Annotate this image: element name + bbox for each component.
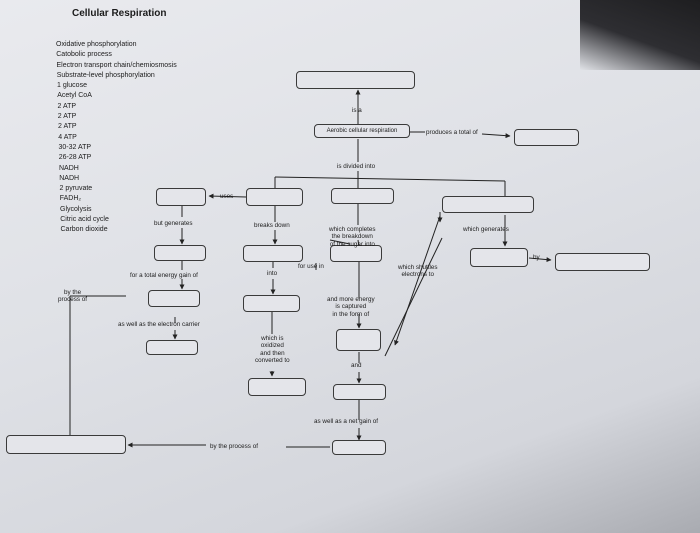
label-which-completes-2: the breakdown [331, 233, 373, 241]
blank-box-uses[interactable] [156, 188, 206, 206]
label-oxidized-4: converted to [255, 357, 290, 365]
label-by-process-of: by the process of [210, 443, 258, 450]
blank-box-electron-carrier[interactable] [146, 340, 198, 355]
blank-box-by[interactable] [555, 253, 650, 271]
label-which-completes: which completes the breakdown of the sug… [329, 226, 376, 248]
word-bank-item: Oxidative phosphorylation [56, 41, 137, 48]
word-bank-item: 2 ATP [57, 102, 77, 110]
blank-box-stage3[interactable] [442, 196, 534, 213]
label-and: and [351, 362, 362, 369]
label-but-generates: but generates [154, 220, 193, 227]
blank-box-net-gain[interactable] [332, 440, 386, 455]
label-more-energy-3: in the form of [332, 310, 370, 318]
label-produces-total: produces a total of [426, 129, 478, 136]
center-box-label: Aerobic cellular respiration [326, 128, 398, 134]
label-divided-into: is divided into [337, 163, 376, 170]
word-bank-item: Citric acid cycle [60, 216, 109, 224]
word-bank-item: NADH [59, 174, 80, 182]
blank-box-into[interactable] [243, 295, 300, 312]
label-which-shuttles-2: electrons to [401, 271, 435, 279]
blank-box-total[interactable] [514, 129, 579, 146]
blank-box-stage1[interactable] [246, 188, 303, 206]
background-corner [580, 0, 700, 70]
label-by-the-process: by the process of [58, 289, 87, 304]
label-by-the-process-1: by the [63, 289, 82, 296]
label-net-gain: as well as a net gain of [314, 418, 379, 425]
blank-box-converted[interactable] [248, 378, 306, 396]
blank-box-form-of[interactable] [336, 329, 381, 351]
blank-box-and[interactable] [333, 384, 386, 400]
label-breaks-down: breaks down [254, 222, 290, 229]
word-bank-item: 2 pyruvate [59, 185, 93, 193]
label-more-energy: and more energy is captured in the form … [327, 296, 375, 318]
word-bank-item: 4 ATP [58, 133, 77, 141]
label-by: by [533, 254, 540, 261]
blank-box-breaks-down[interactable] [243, 245, 303, 262]
word-bank-item: Substrate-level phosphorylation [56, 71, 155, 79]
word-bank-item: Catobolic process [56, 51, 112, 59]
blank-box-energy-gain[interactable] [148, 290, 200, 307]
word-bank-item: 30-32 ATP [58, 143, 92, 151]
label-oxidized-1: which is [261, 335, 284, 342]
word-bank-item: Acetyl CoA [57, 92, 92, 100]
word-bank-item: Carbon dioxide [60, 226, 108, 234]
center-box: Aerobic cellular respiration [314, 124, 410, 138]
label-for-use-in: for use in [298, 263, 324, 270]
blank-box-top[interactable] [296, 71, 415, 89]
word-bank-item: Electron transport chain/chemiosmosis [56, 61, 177, 69]
blank-box-which-generates[interactable] [470, 248, 528, 267]
word-bank-item: 1 glucose [57, 82, 87, 90]
label-into: into [267, 270, 278, 277]
label-uses: uses [220, 193, 234, 200]
word-bank-item: Glycolysis [60, 205, 92, 213]
word-bank-item: 2 ATP [57, 113, 77, 121]
blank-box-generates[interactable] [154, 245, 206, 261]
label-by-the-process-2: process of [58, 296, 88, 304]
worksheet-title: Cellular Respiration [72, 8, 167, 19]
label-electron-carrier: as well as the electron carrier [118, 321, 200, 328]
label-oxidized-2: oxidized [260, 342, 284, 350]
label-more-energy-1: and more energy [327, 296, 375, 303]
label-which-shuttles-1: which shuttles [398, 264, 438, 271]
label-is-a: is a [352, 107, 362, 114]
word-bank-item: NADH [59, 164, 79, 172]
label-total-energy: for a total energy gain of [130, 272, 198, 279]
label-which-shuttles: which shuttles electrons to [398, 264, 438, 279]
word-bank-item: 2 ATP [58, 123, 77, 131]
label-which-completes-3: of the sugar into [329, 240, 375, 248]
label-which-completes-1: which completes [329, 226, 376, 233]
word-bank-item: 26-28 ATP [58, 154, 92, 162]
label-which-is-oxidized: which is oxidized and then converted to [255, 335, 290, 365]
word-bank-item: FADH₂ [59, 195, 82, 203]
blank-box-stage2[interactable] [331, 188, 394, 204]
blank-box-process-left[interactable] [6, 435, 126, 454]
label-more-energy-2: is captured [335, 303, 367, 311]
label-oxidized-3: and then [260, 349, 285, 357]
label-which-generates: which generates [463, 226, 509, 233]
blank-box-completes[interactable] [330, 245, 382, 262]
